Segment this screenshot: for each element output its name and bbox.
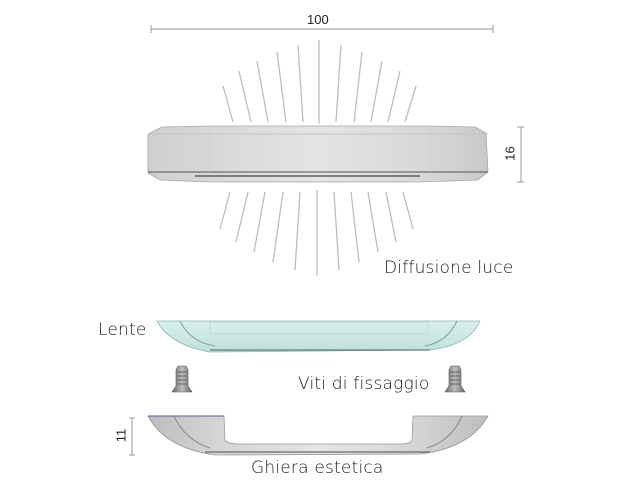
decorative-ring-part <box>147 415 489 456</box>
ring-height-dimension-line <box>129 417 135 456</box>
lower-light-rays <box>219 190 414 276</box>
ring-height-dimension-label: 11 <box>113 428 129 443</box>
decorative-ring-label: Ghiera estetica <box>251 458 384 478</box>
fixture-body <box>147 125 489 183</box>
screw-right-icon <box>444 365 466 393</box>
lens-label: Lente <box>98 320 147 340</box>
width-dimension-label: 100 <box>307 12 329 27</box>
upper-light-rays <box>222 40 417 124</box>
fixing-screws-label: Viti di fissaggio <box>298 374 430 394</box>
height-dimension-line <box>517 126 524 183</box>
width-dimension-line <box>150 25 494 33</box>
screw-left-icon <box>171 365 193 393</box>
light-diffusion-label: Diffusione luce <box>384 258 514 278</box>
height-dimension-label: 16 <box>502 146 518 161</box>
lens-part <box>156 320 481 353</box>
